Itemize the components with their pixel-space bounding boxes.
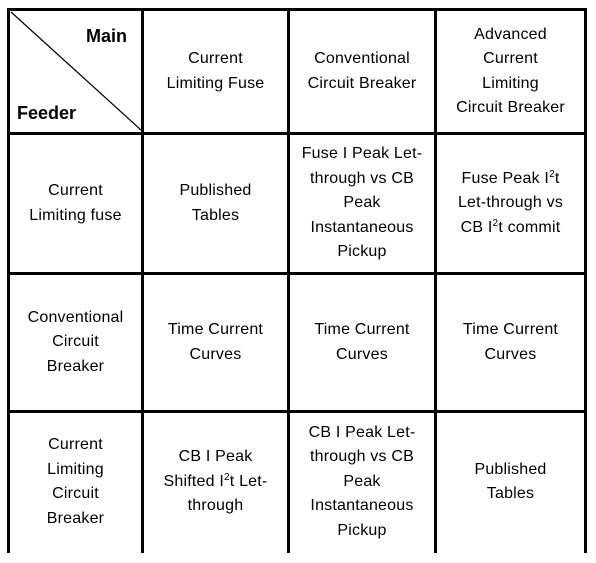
cell-fuse-conventional: Fuse I Peak Let- through vs CB Peak Inst… xyxy=(301,145,423,261)
cell-fuse-fuse: Published Tables xyxy=(179,182,252,224)
table-cell: CB I Peak Shifted I2t Let- through xyxy=(144,413,287,551)
table-cell: Fuse I Peak Let- through vs CB Peak Inst… xyxy=(290,135,434,272)
header-advanced-circuit-breaker: Advanced Current Limiting Circuit Breake… xyxy=(456,25,565,117)
table-cell: Published Tables xyxy=(144,135,287,272)
row-label-cell: Conventional Circuit Breaker xyxy=(10,275,141,410)
cell-text-part: Fuse Peak I xyxy=(461,169,550,187)
table-border-left xyxy=(7,8,10,553)
cell-fuse-advanced: Fuse Peak I2t Let-through vs CB I2t comm… xyxy=(458,167,563,241)
table-cell: Time Current Curves xyxy=(437,275,584,410)
row-label-current-limiting-circuit-breaker: Current Limiting Circuit Breaker xyxy=(46,436,105,527)
row-label-cell: Current Limiting fuse xyxy=(10,135,141,272)
row-label-cell: Current Limiting Circuit Breaker xyxy=(10,413,141,551)
corner-diagonal xyxy=(10,11,142,131)
cell-text-part: t Let-through vs CB I xyxy=(457,169,564,236)
row-divider xyxy=(7,272,587,275)
cell-conventional-fuse: Time Current Curves xyxy=(167,321,264,363)
header-cell: Current Limiting Fuse xyxy=(144,11,287,132)
superscript-2: 2 xyxy=(492,217,499,229)
table-cell: CB I Peak Let- through vs CB Peak Instan… xyxy=(290,413,434,551)
table-cell: Time Current Curves xyxy=(290,275,434,410)
table-border-right xyxy=(584,8,587,553)
header-cell: Advanced Current Limiting Circuit Breake… xyxy=(437,11,584,132)
corner-feeder-label: Feeder xyxy=(17,103,77,123)
coordination-table: Main Feeder Current Limiting Fuse Conven… xyxy=(7,8,587,553)
cell-conventional-advanced: Time Current Curves xyxy=(462,321,559,363)
superscript-2: 2 xyxy=(549,168,555,180)
cell-cl-breaker-advanced: Published Tables xyxy=(474,460,547,503)
cell-text-part: CB I Peak Shifted I xyxy=(163,448,253,490)
header-current-limiting-fuse: Current Limiting Fuse xyxy=(166,50,265,92)
header-conventional-circuit-breaker: Conventional Circuit Breaker xyxy=(307,50,417,92)
column-divider xyxy=(287,8,290,553)
header-cell: Conventional Circuit Breaker xyxy=(290,11,434,132)
table-border-top xyxy=(7,8,587,11)
row-label-current-limiting-fuse: Current Limiting fuse xyxy=(29,182,122,224)
row-divider xyxy=(7,410,587,413)
row-label-conventional-circuit-breaker: Conventional Circuit Breaker xyxy=(27,308,124,375)
column-divider xyxy=(434,8,437,553)
superscript-2: 2 xyxy=(224,471,230,483)
cell-cl-breaker-conventional: CB I Peak Let- through vs CB Peak Instan… xyxy=(308,423,416,539)
table-cell: Fuse Peak I2t Let-through vs CB I2t comm… xyxy=(437,135,584,272)
corner-cell: Main Feeder xyxy=(9,10,143,132)
table-cell: Published Tables xyxy=(437,413,584,551)
cell-conventional-conventional: Time Current Curves xyxy=(314,321,410,363)
table-cell: Time Current Curves xyxy=(144,275,287,410)
cell-text-part: t commit xyxy=(498,218,561,236)
column-divider xyxy=(141,8,144,553)
row-divider xyxy=(7,132,587,135)
cell-text-part: t Let- through xyxy=(187,472,268,515)
corner-main-label: Main xyxy=(85,26,127,46)
cell-cl-breaker-fuse: CB I Peak Shifted I2t Let- through xyxy=(164,445,268,519)
